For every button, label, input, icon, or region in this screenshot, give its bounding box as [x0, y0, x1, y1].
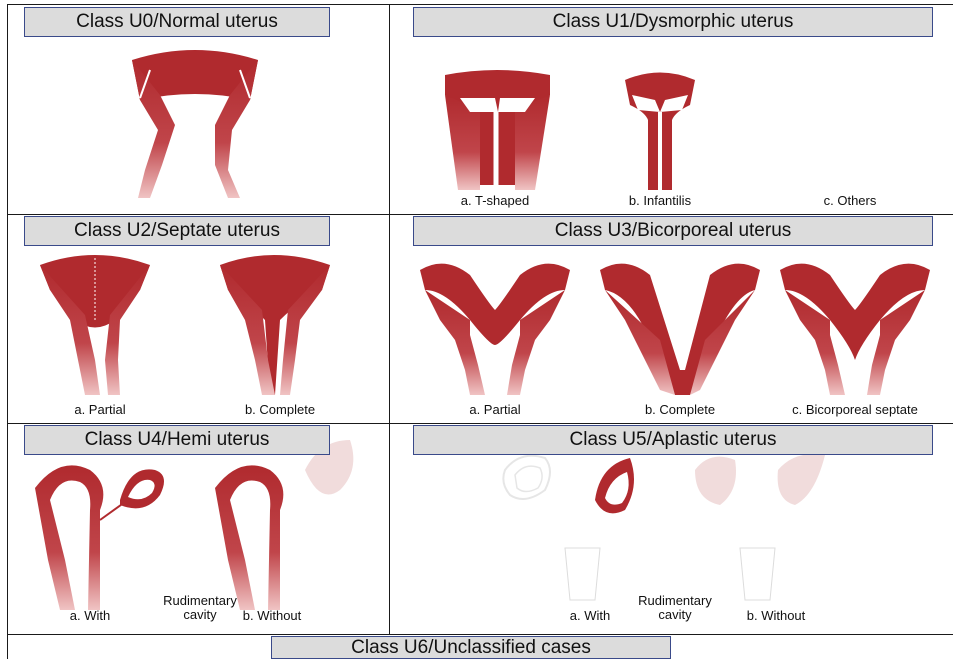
class-u0-header: Class U0/Normal uterus: [24, 7, 330, 37]
u2-partial-septate-illustration: [40, 255, 150, 395]
u3-variant-a-caption: a. Partial: [435, 403, 555, 417]
class-u1-header: Class U1/Dysmorphic uterus: [413, 7, 933, 37]
u2-variant-b-caption: b. Complete: [220, 403, 340, 417]
u3-variant-b-caption: b. Complete: [620, 403, 740, 417]
u3-complete-bicorporeal-illustration: [600, 264, 760, 395]
u1-infantilis-illustration: [625, 73, 695, 191]
u1-variant-b-caption: b. Infantilis: [610, 194, 710, 208]
u5-rudimentary-label: Rudimentary cavity: [625, 594, 725, 622]
u3-variant-c-caption: c. Bicorporeal septate: [775, 403, 935, 417]
u0-normal-uterus: [132, 50, 258, 198]
u4-variant-b-caption: b. Without: [222, 609, 322, 623]
u5-aplastic-illustrations: [503, 454, 825, 600]
class-u5-header: Class U5/Aplastic uterus: [413, 425, 933, 455]
u4-without-rudimentary-cavity-illustration: [215, 440, 353, 610]
u3-partial-bicorporeal-illustration: [420, 264, 570, 395]
u4-variant-a-caption: a. With: [40, 609, 140, 623]
u3-bicorporeal-septate-illustration: [780, 264, 930, 395]
class-u3-header: Class U3/Bicorporeal uterus: [413, 216, 933, 246]
u5-rudimentary-line2: cavity: [658, 607, 691, 622]
u1-variant-a-caption: a. T-shaped: [445, 194, 545, 208]
u2-complete-septate-illustration: [220, 255, 330, 395]
u1-t-shaped-illustration: [445, 70, 550, 190]
u4-rudimentary-line1: Rudimentary: [163, 593, 237, 608]
class-u6-header: Class U6/Unclassified cases: [271, 636, 671, 659]
class-u4-header: Class U4/Hemi uterus: [24, 425, 330, 455]
u5-rudimentary-line1: Rudimentary: [638, 593, 712, 608]
u4-with-rudimentary-cavity-illustration: [35, 465, 164, 610]
class-u2-header: Class U2/Septate uterus: [24, 216, 330, 246]
u1-variant-c-caption: c. Others: [800, 194, 900, 208]
u4-rudimentary-line2: cavity: [183, 607, 216, 622]
u5-variant-b-caption: b. Without: [726, 609, 826, 623]
u2-variant-a-caption: a. Partial: [40, 403, 160, 417]
